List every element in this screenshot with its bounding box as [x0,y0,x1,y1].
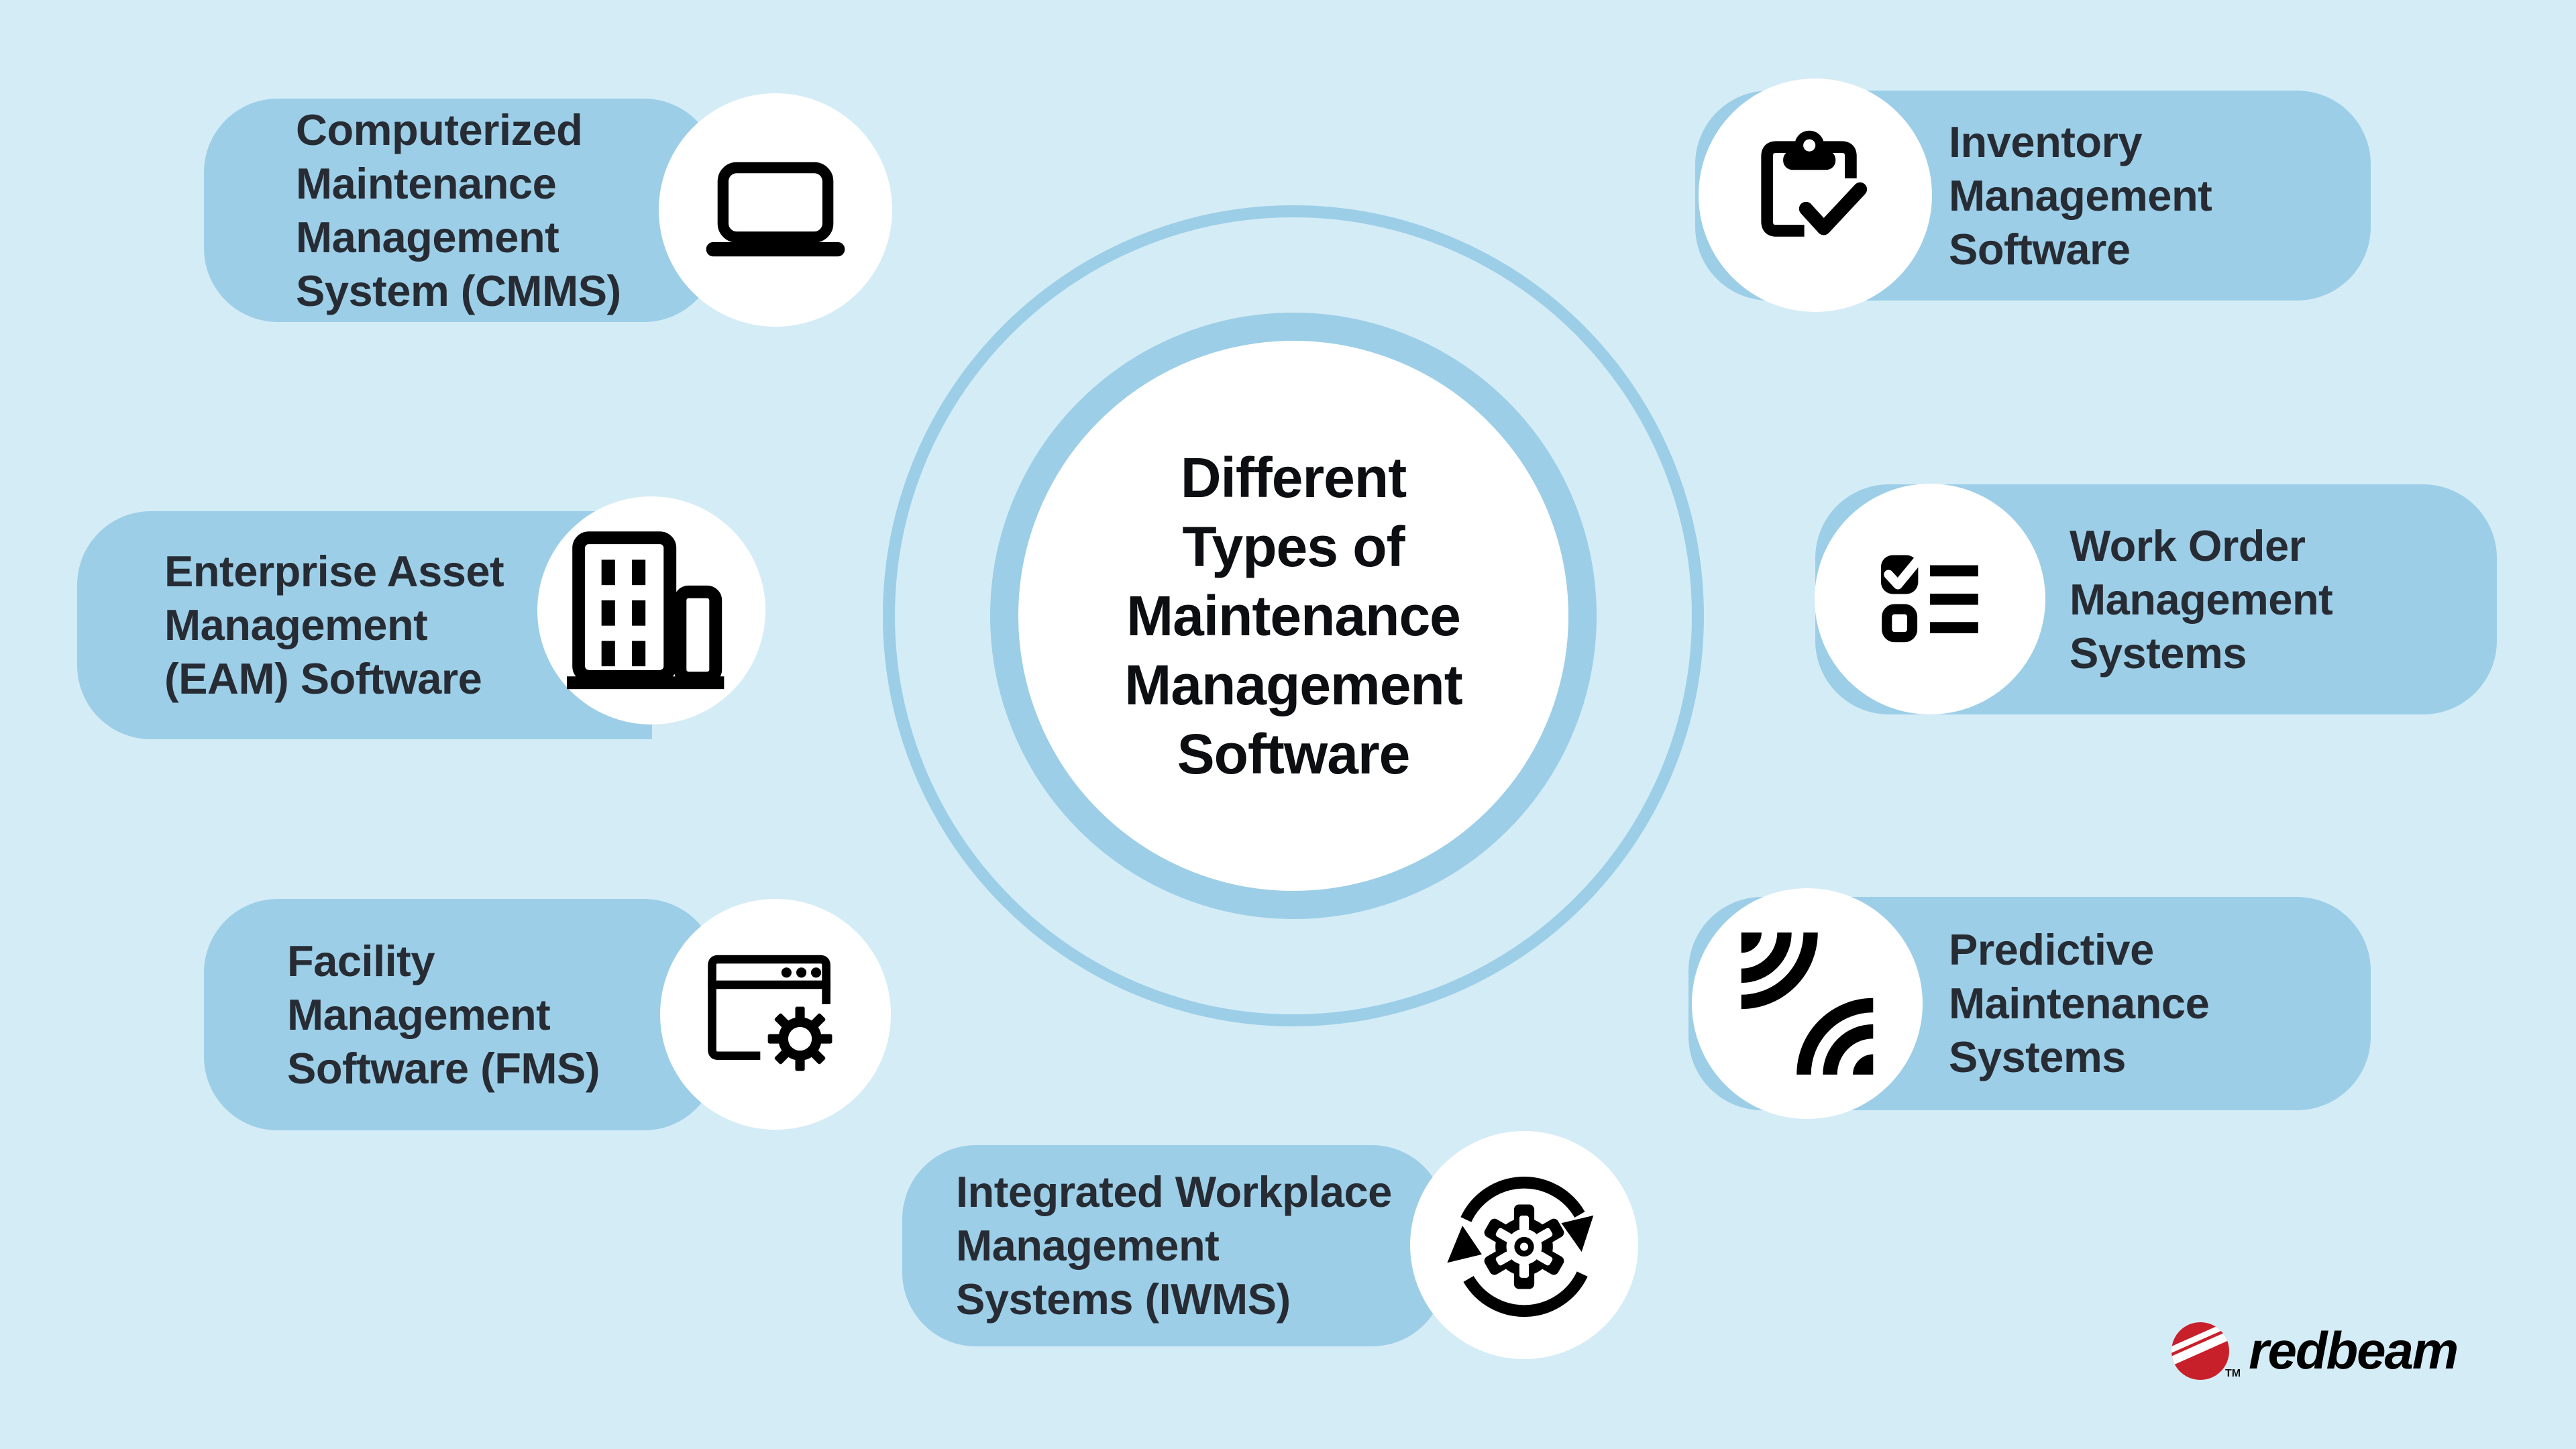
page-title-line: Software [1177,722,1411,786]
work-order-icon-circle [1815,484,2045,714]
pill-eam-label: Enterprise Asset [164,547,504,596]
page-title-line: Types of [1182,515,1405,578]
pill-fms-label: Facility [287,936,435,985]
pill-cmms: Computerized Maintenance Management Syst… [204,99,718,322]
building-icon [567,531,724,690]
pill-cmms-label: Management [296,212,559,262]
pill-work-order-label: Systems [2070,628,2247,678]
trademark-symbol: TM [2225,1368,2241,1379]
pill-fms: Facility Management Software (FMS) [204,899,718,1130]
clipboard-check-icon [1761,130,1868,237]
pill-iwms: Integrated Workplace Management Systems … [902,1145,1446,1346]
page-title-line: Different [1180,445,1407,509]
page-title-line: Maintenance [1126,584,1461,647]
cmms-icon-circle [659,93,892,327]
pill-eam-label: Management [164,600,428,649]
fms-icon-circle [660,899,891,1130]
sync-gear-icon [1447,1177,1594,1317]
pill-eam-label: (EAM) Software [164,654,482,703]
pill-work-order-label: Management [2070,574,2333,624]
predictive-icon-circle [1692,888,1923,1119]
pill-fms-label: Software (FMS) [287,1043,600,1093]
signal-waves-icon [1741,932,1874,1075]
pill-inventory-label: Software [1949,224,2131,274]
pill-inventory-label: Inventory [1949,117,2143,166]
brand-name: redbeam [2249,1321,2459,1380]
inventory-icon-circle [1699,78,1932,312]
redbeam-logo-mark [2171,1322,2229,1380]
pill-predictive-label: Predictive [1949,925,2154,974]
redbeam-logo: TM redbeam [2171,1320,2459,1381]
iwms-icon-circle [1410,1131,1638,1359]
pill-fms-label: Management [287,989,551,1039]
browser-gear-icon [708,955,833,1071]
laptop-icon [706,162,845,257]
pill-predictive-label: Maintenance [1949,979,2210,1028]
pill-iwms-label: Systems (IWMS) [956,1275,1291,1324]
pill-iwms-label: Management [956,1221,1220,1270]
pill-iwms-label: Integrated Workplace [956,1167,1392,1216]
pill-cmms-label: System (CMMS) [296,266,621,315]
pill-predictive-label: Systems [1949,1032,2126,1081]
center-title-circle: Different Types of Maintenance Managemen… [990,313,1597,919]
checklist-icon [1880,555,1978,643]
pill-cmms-label: Maintenance [296,158,557,208]
pill-cmms-label: Computerized [296,105,583,154]
pill-work-order-label: Work Order [2070,521,2306,570]
page-title-line: Management [1124,653,1462,716]
eam-icon-circle [537,496,765,724]
pill-inventory-label: Management [1949,170,2212,220]
